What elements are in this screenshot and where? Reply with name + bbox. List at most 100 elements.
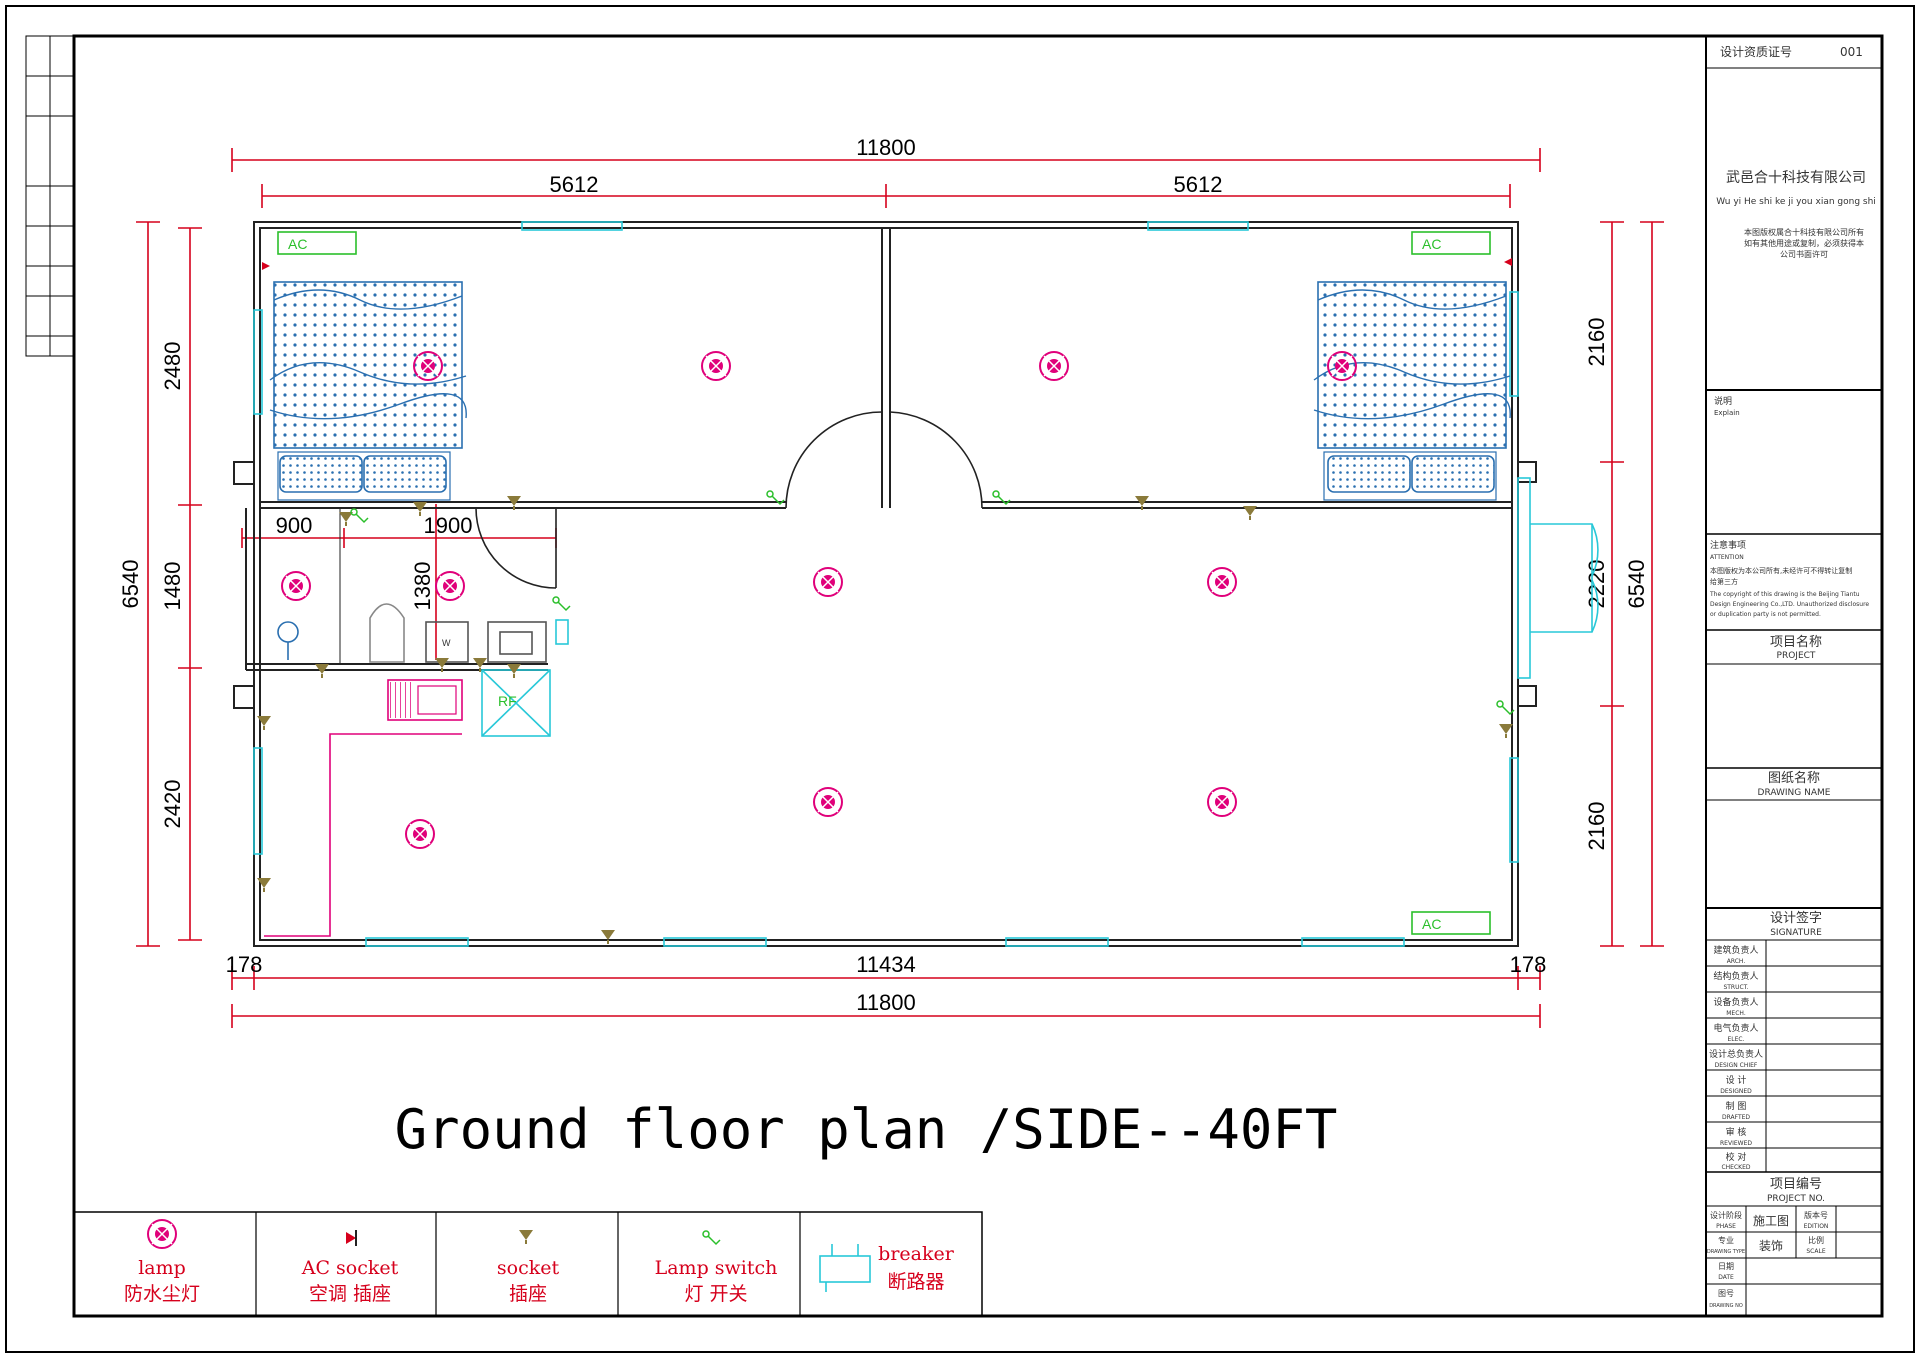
lamp-icon: [813, 567, 843, 597]
washer-label: W: [442, 638, 451, 648]
title-block: [1705, 35, 1883, 1317]
drawing-no-zh: 图号: [1718, 1289, 1734, 1298]
copyright-zh-2: 如有其他用途或复制，必须获得本: [1744, 238, 1864, 248]
role-en: CHECKED: [1721, 1164, 1750, 1171]
dim-right-middle: 2220: [1584, 560, 1609, 609]
attention-en: ATTENTION: [1710, 554, 1744, 561]
project-no-zh: 项目编号: [1770, 1177, 1822, 1192]
revision-strip: [25, 35, 75, 357]
lamp-switch-icon: [702, 1230, 721, 1245]
dim-top-left: 5612: [550, 172, 599, 197]
legend-switch-zh: 灯 开关: [684, 1283, 747, 1305]
ac-label-living: AC: [1422, 916, 1441, 932]
attention-en-3: or duplication party is not permitted.: [1710, 611, 1821, 618]
copyright-zh-1: 本图版权属合十科技有限公司所有: [1744, 227, 1864, 237]
lamp-icon: [435, 571, 465, 601]
socket-icon: [518, 1229, 534, 1245]
phase-value: 施工图: [1753, 1214, 1789, 1228]
explain-zh: 说明: [1714, 395, 1732, 407]
lamp-icon: [1039, 351, 1069, 381]
scale-zh: 比例: [1808, 1235, 1824, 1245]
role-zh: 设备负责人: [1713, 996, 1758, 1008]
legend-lamp-zh: 防水尘灯: [124, 1283, 200, 1305]
date-zh: 日期: [1718, 1262, 1734, 1271]
project-en: PROJECT: [1777, 651, 1816, 661]
company-name-en: Wu yi He shi ke ji you xian gong shi: [1716, 197, 1876, 207]
doors: [475, 411, 983, 589]
role-en: STRUCT.: [1723, 984, 1748, 991]
scale-en: SCALE: [1806, 1248, 1825, 1255]
signature-en: SIGNATURE: [1770, 928, 1822, 938]
role-zh: 制 图: [1726, 1100, 1747, 1112]
dim-top-total: 11800: [856, 135, 916, 160]
dim-bottom-left-wall: 178: [226, 952, 263, 977]
lamp-icon: [405, 819, 435, 849]
role-zh: 审 核: [1726, 1126, 1747, 1138]
dim-bottom-inner: 11434: [856, 952, 916, 977]
title-block-text: 设计资质证号 001 武邑合十科技有限公司 Wu yi He shi ke ji…: [1707, 45, 1876, 1309]
role-en: MECH.: [1726, 1010, 1746, 1017]
attention-zh-text-2: 给第三方: [1710, 577, 1738, 586]
legend-breaker-zh: 断路器: [887, 1271, 944, 1293]
dim-right-total: 6540: [1624, 560, 1649, 609]
dim-left-middle: 1480: [160, 562, 185, 611]
date-en: DATE: [1718, 1274, 1734, 1281]
ac-label-right: AC: [1422, 236, 1441, 252]
cert-label: 设计资质证号: [1720, 45, 1792, 59]
dim-left-lower: 2420: [160, 780, 185, 829]
legend-ac-socket-en: AC socket: [301, 1257, 399, 1279]
legend: lamp 防水尘灯 AC socket 空调 插座 socket 插座 Lamp…: [73, 1211, 983, 1317]
lamp-icon: [813, 787, 843, 817]
fridge-label: RF: [498, 693, 517, 709]
attention-zh: 注意事项: [1710, 539, 1746, 551]
dim-left-upper: 2480: [160, 342, 185, 391]
role-en: REVIEWED: [1720, 1140, 1752, 1147]
lamp-legend-icon: [147, 1219, 177, 1249]
cert-no: 001: [1840, 45, 1863, 59]
role-en: DRAFTED: [1722, 1114, 1750, 1121]
sockets: [256, 258, 1514, 945]
project-zh: 项目名称: [1770, 634, 1822, 650]
dim-bath-b: 1900: [424, 513, 473, 538]
kitchen: [264, 679, 463, 937]
dim-bottom-right-wall: 178: [1510, 952, 1547, 977]
role-zh: 设计总负责人: [1709, 1048, 1763, 1060]
dim-right-upper: 2160: [1584, 318, 1609, 367]
company-name-zh: 武邑合十科技有限公司: [1726, 170, 1866, 186]
breaker-icon: [819, 1244, 871, 1292]
dim-bath-a: 900: [276, 513, 313, 538]
bed-right: [1313, 281, 1511, 501]
legend-breaker-en: breaker: [878, 1243, 955, 1265]
windows: [253, 221, 1599, 947]
project-no-en: PROJECT NO.: [1767, 1194, 1825, 1204]
legend-lamp-en: lamp: [138, 1257, 186, 1279]
role-en: DESIGNED: [1720, 1088, 1752, 1095]
dim-top-right: 5612: [1174, 172, 1223, 197]
attention-en-1: The copyright of this drawing is the Bei…: [1709, 591, 1860, 598]
dim-bottom-total: 11800: [856, 990, 916, 1015]
type-value: 装饰: [1759, 1239, 1783, 1253]
role-en: DESIGN CHIEF: [1715, 1062, 1758, 1069]
lamp-icon: [1207, 787, 1237, 817]
ac-label-left: AC: [288, 236, 307, 252]
edition-en: EDITION: [1804, 1223, 1829, 1230]
switches: [350, 490, 1515, 715]
role-zh: 建筑负责人: [1713, 944, 1758, 956]
role-en: ARCH.: [1727, 958, 1746, 965]
signature-zh: 设计签字: [1770, 910, 1822, 926]
phase-en: PHASE: [1716, 1223, 1736, 1230]
ac-socket-icon: [346, 1230, 357, 1246]
bathroom-fixtures: [277, 603, 547, 663]
drawing-title: Ground floor plan /SIDE--40FT: [395, 1098, 1338, 1161]
dim-bath-depth: 1380: [410, 562, 435, 611]
type-zh: 专业: [1718, 1235, 1734, 1245]
drawing-name-zh: 图纸名称: [1768, 770, 1820, 786]
copyright-zh-3: 公司书面许可: [1780, 249, 1828, 259]
role-zh: 结构负责人: [1713, 970, 1758, 982]
drawing-name-en: DRAWING NAME: [1758, 788, 1831, 798]
phase-zh: 设计阶段: [1710, 1210, 1742, 1220]
dim-left-total: 6540: [118, 560, 143, 609]
ac-units: AC AC AC: [277, 231, 1491, 935]
drawing-no-en: DRAWING NO: [1709, 1303, 1743, 1309]
